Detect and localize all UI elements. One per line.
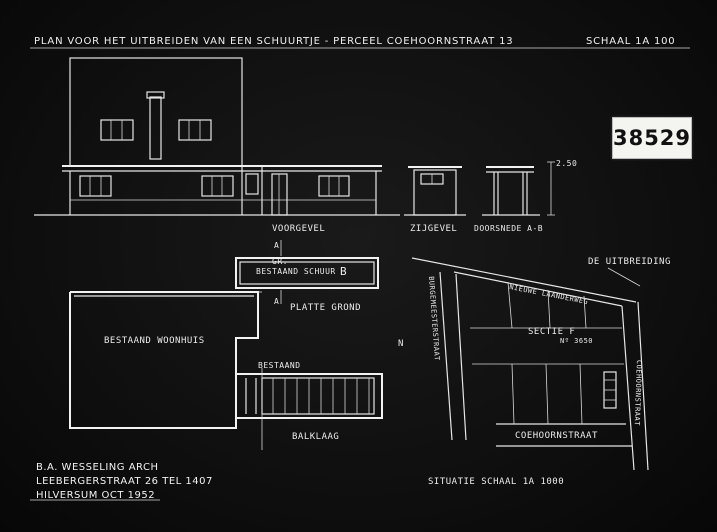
architect-address: LEEBERGERSTRAAT 26 TEL 1407 [36, 476, 213, 487]
existing-shed-label: BESTAAND SCHUUR [256, 267, 336, 276]
street-bottom-label: COEHOORNSTRAAT [515, 431, 598, 441]
shed-prefix-label: GR. [272, 257, 288, 266]
sectie-number: Nº 3650 [560, 337, 594, 345]
architect-name: B.A. WESSELING ARCH [36, 462, 159, 473]
architect-place-date: HILVERSUM OCT 1952 [36, 490, 156, 501]
sheet-title: PLAN VOOR HET UITBREIDEN VAN EEN SCHUURT… [34, 36, 514, 47]
architect-block: B.A. WESSELING ARCH LEEBERGERSTRAAT 26 T… [36, 461, 213, 503]
beam-layout-label: BALKLAAG [292, 432, 340, 442]
height-mark: 2.50 [556, 159, 578, 168]
existing-beams-label: BESTAAND [258, 361, 301, 370]
beam-layout-plan [235, 368, 383, 450]
front-facade-label: VOORGEVEL [272, 224, 326, 234]
site-plan [411, 257, 649, 471]
sheet-scale: SCHAAL 1A 100 [586, 36, 676, 47]
section-drawing [482, 161, 555, 216]
north-arrow-label: N [398, 339, 404, 349]
front-facade-elevation [34, 57, 400, 216]
side-facade-label: ZIJGEVEL [410, 224, 458, 234]
site-scale-label: SITUATIE SCHAAL 1A 1000 [428, 477, 565, 487]
extension-note: DE UITBREIDING [588, 257, 671, 267]
street-right-label: COEHOORNSTRAAT [632, 359, 643, 427]
marker-a-top: A [274, 241, 280, 250]
side-facade-elevation [404, 166, 466, 216]
house-plan [69, 291, 262, 429]
shed-floor-plan [235, 240, 379, 304]
section-label: DOORSNEDE A-B [474, 224, 544, 233]
shed-marker-b: B [340, 265, 348, 278]
floor-plan-label: PLATTE GROND [290, 303, 362, 313]
marker-a-bottom: A [274, 297, 280, 306]
existing-house-label: BESTAAND WOONHUIS [104, 336, 205, 346]
sectie-label: SECTIE F [528, 327, 576, 337]
archive-number-stamp: 38529 [612, 117, 692, 159]
